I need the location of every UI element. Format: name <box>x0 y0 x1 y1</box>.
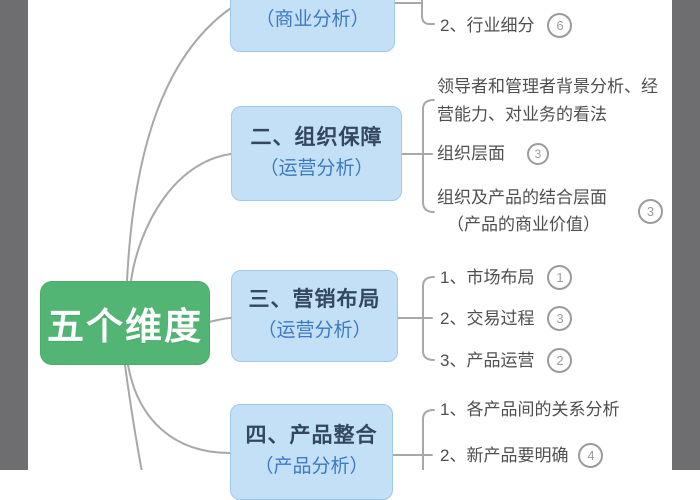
leaf-item-label: 2、交易过程 <box>440 308 535 328</box>
leaf-item-label: 组织及产品的结合层面 <box>437 188 607 207</box>
branch-subtitle-4: （产品分析） <box>254 456 369 477</box>
curve-root-to-branch3 <box>208 317 232 323</box>
count-badge: 2 <box>547 348 573 373</box>
leaf-item-market-layout[interactable]: 1、市场布局 1 <box>440 265 573 290</box>
leaf-item-label: 1、市场布局 <box>440 267 535 287</box>
leaf-item-label: 3、产品运营 <box>440 350 535 370</box>
branch-subtitle-3: （运营分析） <box>257 320 372 341</box>
leaf-item-org-product-combined[interactable]: 组织及产品的结合层面 （产品的商业价值） 3 <box>437 184 687 238</box>
bracket-branch2 <box>422 99 435 213</box>
leaf-item-label: 领导者和管理者背景分析、经营能力、对业务的看法 <box>437 77 658 124</box>
curve-root-to-branch2 <box>130 153 232 282</box>
leaf-item-label: 2、行业细分 <box>440 15 535 35</box>
leaf-item-transaction-process[interactable]: 2、交易过程 3 <box>440 306 573 331</box>
branch-box-4[interactable]: 四、产品整合 （产品分析） <box>230 404 393 500</box>
curve-root-to-branch5-offscreen <box>124 364 143 470</box>
leaf-item-label: 2、新产品要明确 <box>440 445 569 465</box>
count-badge: 1 <box>547 265 573 290</box>
count-badge: 3 <box>638 199 663 224</box>
leaf-item-label: 组织层面 <box>437 144 505 163</box>
root-node[interactable]: 五个维度 <box>40 281 210 365</box>
branch-box-2[interactable]: 二、组织保障 （运营分析） <box>231 106 402 201</box>
left-crop-bar <box>0 0 28 470</box>
branch-title-3: 三、营销布局 <box>248 288 381 311</box>
bracket-branch3 <box>422 276 435 361</box>
curve-root-to-branch1 <box>126 7 232 282</box>
branch-subtitle-2: （运营分析） <box>259 157 374 179</box>
branch-box-1[interactable]: （商业分析） <box>230 0 395 52</box>
leaf-item-new-product[interactable]: 2、新产品要明确 4 <box>440 443 604 468</box>
leaf-item-label-line2: （产品的商业价值） <box>447 215 600 234</box>
count-badge: 3 <box>547 306 573 331</box>
right-crop-bar <box>672 0 700 470</box>
leaf-item-product-relations[interactable]: 1、各产品间的关系分析 <box>440 398 619 422</box>
branch-title-2: 二、组织保障 <box>250 125 383 149</box>
leaf-item-label: 1、各产品间的关系分析 <box>440 400 620 419</box>
bracket-branch1 <box>421 0 435 25</box>
curve-root-to-branch4 <box>127 364 231 454</box>
leaf-item-leader-background[interactable]: 领导者和管理者背景分析、经营能力、对业务的看法 <box>437 73 667 129</box>
leaf-item-product-operation[interactable]: 3、产品运营 2 <box>440 348 573 373</box>
branch-title-4: 四、产品整合 <box>245 424 378 447</box>
root-label: 五个维度 <box>47 306 203 347</box>
count-badge: 4 <box>578 443 604 468</box>
leaf-item-org-level[interactable]: 组织层面 3 <box>437 142 549 166</box>
count-badge: 6 <box>547 13 573 38</box>
branch-subtitle-1: （商业分析） <box>255 9 370 30</box>
branch-box-3[interactable]: 三、营销布局 （运营分析） <box>231 270 398 362</box>
leaf-item-industry-segment[interactable]: 2、行业细分 6 <box>440 13 573 38</box>
bracket-branch4 <box>422 409 435 470</box>
count-badge: 3 <box>527 143 549 165</box>
